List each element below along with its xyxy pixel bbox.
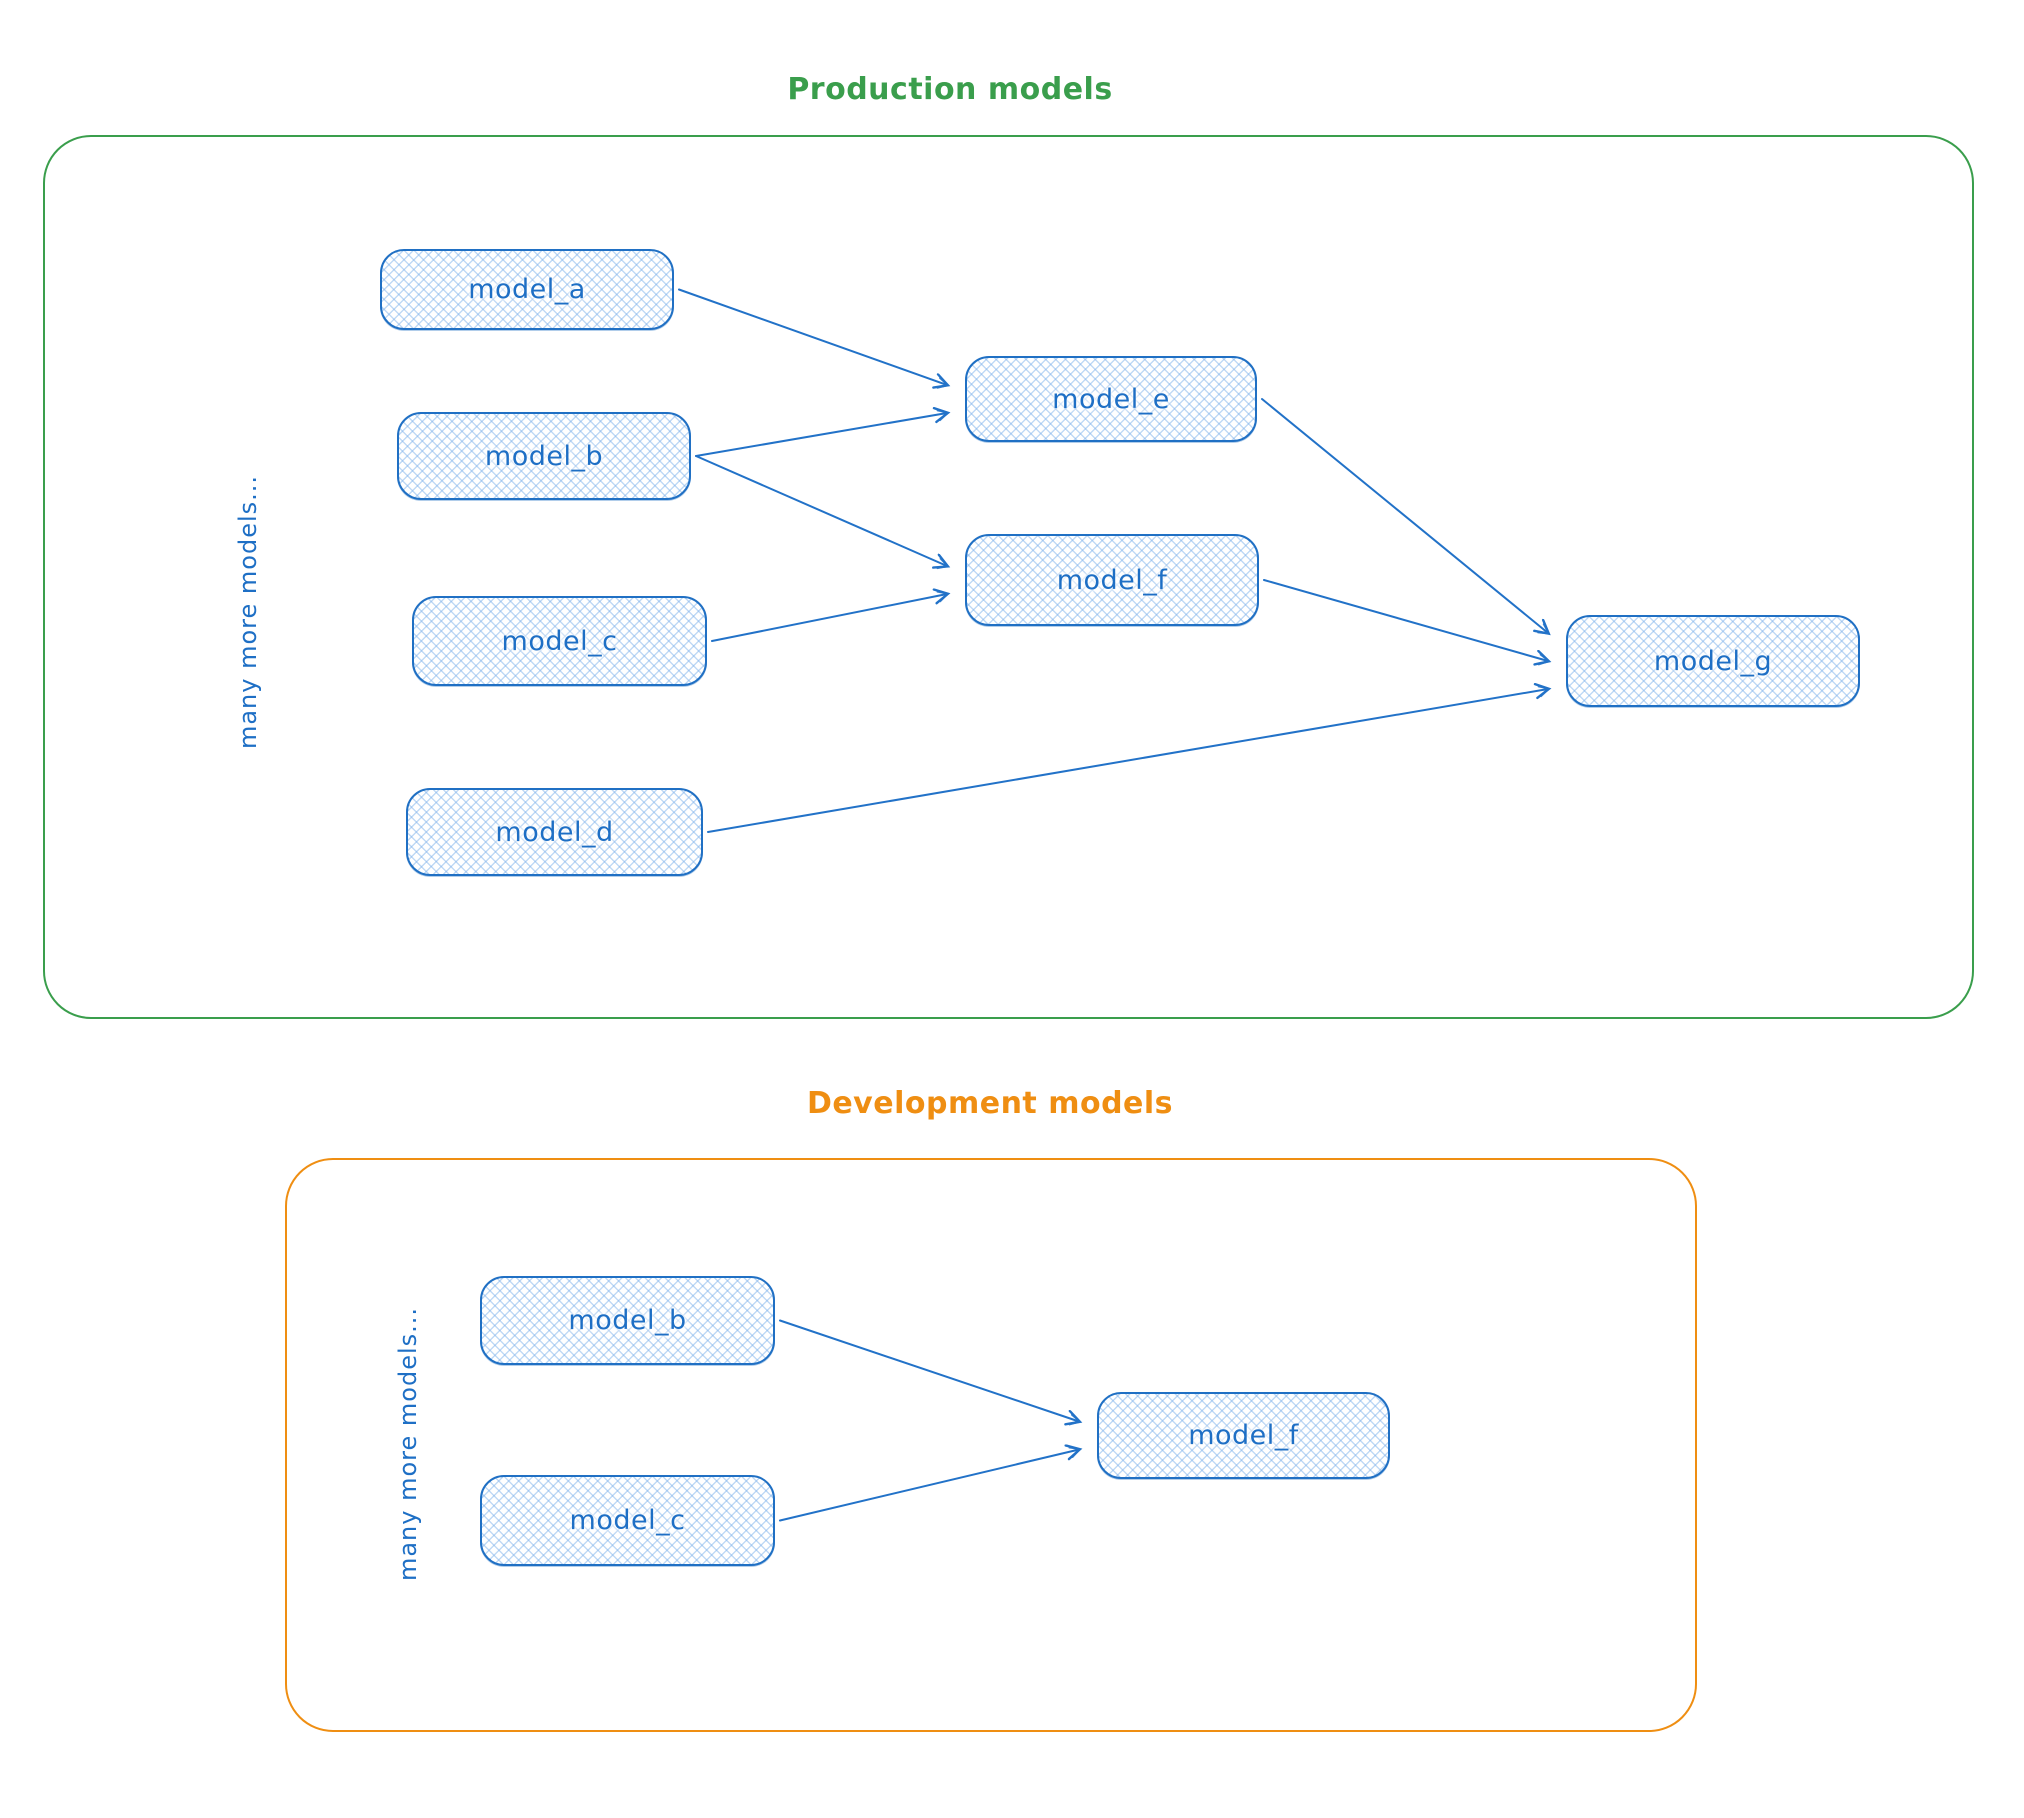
node-label: model_f (1188, 1420, 1299, 1451)
development-section-title: Development models (806, 1086, 1174, 1121)
node-label: model_d (495, 816, 614, 848)
node-model-f-dev: model_f (1097, 1392, 1390, 1479)
production-section-title: Production models (787, 72, 1113, 107)
node-label: model_b (568, 1305, 687, 1336)
development-side-label: many more models... (394, 1306, 422, 1582)
node-label: model_c (569, 1505, 686, 1536)
node-model-g: model_g (1566, 615, 1860, 707)
node-model-c: model_c (412, 596, 707, 686)
node-model-e: model_e (965, 356, 1257, 442)
node-label: model_g (1653, 645, 1773, 677)
node-label: model_a (468, 274, 586, 305)
node-model-b: model_b (397, 412, 691, 500)
node-model-c-dev: model_c (480, 1475, 775, 1566)
development-container (285, 1158, 1697, 1732)
node-label: model_f (1056, 564, 1168, 596)
production-side-label: many more models... (234, 474, 262, 750)
node-model-f: model_f (965, 534, 1259, 626)
node-model-d: model_d (406, 788, 703, 876)
node-label: model_e (1052, 383, 1170, 415)
node-model-a: model_a (380, 249, 674, 330)
production-container (43, 135, 1974, 1019)
node-label: model_b (484, 440, 604, 472)
node-model-b-dev: model_b (480, 1276, 775, 1365)
node-label: model_c (501, 625, 618, 657)
